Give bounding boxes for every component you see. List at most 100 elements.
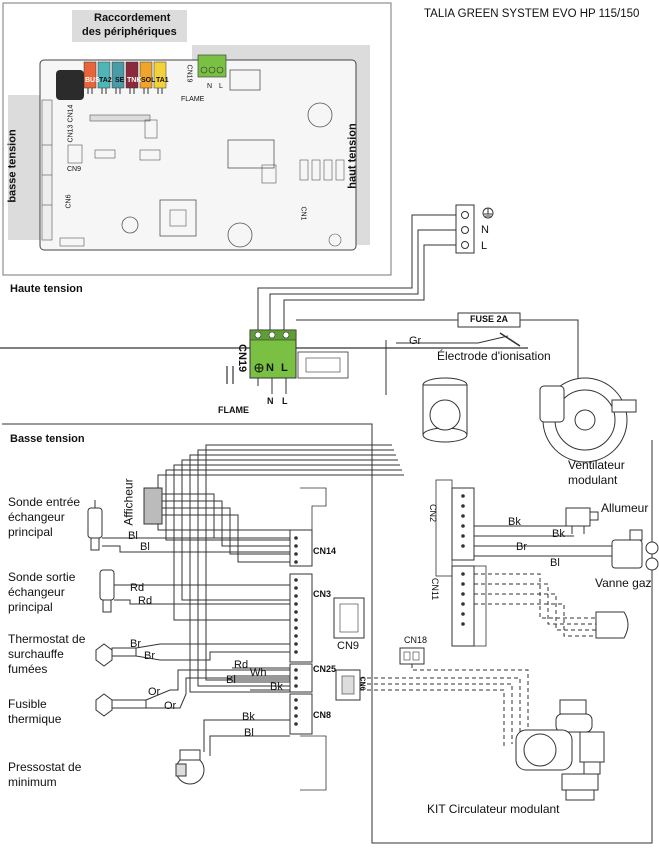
wire-fuse-2: Or: [164, 700, 177, 712]
thermal-fuse-icon: [95, 693, 147, 717]
cn19-l-below: L: [282, 396, 288, 406]
thermostat-name: Thermostat de surchauffe fumées: [8, 632, 86, 676]
board-cn9: CN9: [67, 166, 82, 173]
mains-terminal: [455, 204, 475, 254]
board-flame: FLAME: [181, 96, 205, 103]
board-cn19: [197, 54, 227, 78]
cn19-n: N: [266, 362, 274, 374]
terminal-label-tnk: TNK: [127, 77, 142, 84]
sensor-outlet-icon: [99, 569, 115, 613]
diagram-title: TALIA GREEN SYSTEM EVO HP 115/150: [424, 8, 640, 20]
cn19-n-below: N: [267, 396, 274, 406]
cn3-label: CN3: [313, 589, 332, 599]
peripherals-title-2: des périphériques: [82, 26, 177, 38]
wire-fuse-1: Or: [148, 686, 161, 698]
cn19-l: L: [281, 362, 288, 374]
terminal-SE: [111, 61, 125, 89]
board-l: L: [219, 83, 223, 90]
low-voltage-side-label: basse tension: [6, 129, 19, 203]
cn2-label: CN2: [428, 503, 439, 523]
electrode-label: Électrode d'ionisation: [437, 349, 551, 363]
peripherals-title-1: Raccordement: [94, 12, 171, 24]
igniter-icon: [565, 507, 599, 534]
cn25-wire-bl: Bl: [226, 674, 236, 686]
cn11-block: [451, 565, 475, 647]
pump-kit-label: KIT Circulateur modulant: [427, 802, 560, 816]
gas-valve-label: Vanne gaz: [595, 576, 652, 590]
board-cn19: CN19: [185, 64, 193, 83]
gas-valve-icon: [611, 529, 659, 571]
board-cn14: CN14: [67, 104, 75, 123]
cn14-label: CN14: [313, 546, 337, 556]
terminal-label-bus: BUS: [85, 77, 100, 84]
cn25-wire-bk: Bk: [270, 681, 283, 693]
igniter-label: Allumeur: [601, 501, 649, 515]
board-cn6: CN6: [65, 194, 73, 209]
fuse-label: FUSE 2A: [470, 314, 509, 324]
section-low-voltage: Basse tension: [10, 433, 85, 445]
cn18-label: CN18: [404, 635, 428, 645]
terminal-TA1: [153, 61, 167, 89]
right-wire-bk1: Bk: [508, 516, 521, 528]
cn25-block: [289, 663, 313, 693]
board-frame: [2, 2, 392, 276]
board-cn13: CN13: [67, 124, 75, 143]
sensor-inlet-icon: [87, 500, 103, 551]
pcb-outline: [39, 59, 357, 251]
cn8-label: CN8: [313, 710, 332, 720]
thermostat-icon: [95, 643, 137, 667]
board-n: N: [207, 83, 213, 90]
pump-icon: [515, 699, 605, 801]
right-wire-br: Br: [516, 541, 527, 553]
wire-outlet-1: Rd: [130, 582, 145, 594]
cn25-wire-wh: Wh: [250, 667, 267, 679]
sensor-inlet-name: Sonde entrée échangeur principal: [8, 495, 81, 539]
cn6-label: CN6: [358, 676, 366, 691]
cn2-block: [451, 487, 475, 561]
thermal-fuse-name: Fusible thermique: [8, 697, 62, 726]
wire-pressure-1: Bk: [242, 711, 255, 723]
cn19-label: CN19: [236, 344, 248, 373]
cn25-wire-rd: Rd: [234, 659, 249, 671]
mains-l: L: [481, 240, 488, 252]
terminal-label-se: SE: [115, 77, 125, 84]
cn3-block: [289, 573, 313, 663]
pump-head-icon: [595, 611, 629, 639]
display-connector: [143, 487, 163, 525]
sensor-outlet-name: Sonde sortie échangeur principal: [8, 570, 76, 614]
pressure-switch-icon: [175, 749, 205, 785]
cn18-block: [399, 647, 425, 665]
board-cn1: CN1: [299, 206, 307, 221]
cn11-label: CN11: [430, 577, 441, 601]
mains-n: N: [481, 224, 489, 236]
terminal-SOL: [139, 61, 153, 89]
wire-inlet-2: Bl: [140, 541, 150, 553]
earth-icon: [482, 207, 494, 219]
peripherals-zone: [72, 10, 187, 42]
terminal-TNK: [125, 61, 139, 89]
terminal-label-ta2: TA2: [99, 77, 112, 84]
terminal-BUS: [83, 61, 97, 89]
wire-thermostat-2: Br: [144, 650, 155, 662]
pressure-switch-name: Pressostat de minimum: [8, 760, 82, 789]
display-label: Afficheur: [121, 478, 136, 526]
terminal-label-ta1: TA1: [156, 77, 169, 84]
terminal-label-sol: SOL: [141, 77, 156, 84]
cn25-label: CN25: [313, 664, 337, 674]
right-wire-bk2: Bk: [552, 528, 565, 540]
cn9-block: [333, 597, 365, 639]
wire-thermostat-1: Br: [130, 638, 141, 650]
section-high-voltage: Haute tension: [10, 283, 83, 295]
cn8-block: [289, 693, 313, 735]
wire-pressure-2: Bl: [244, 727, 254, 739]
high-voltage-side-label: haut tension: [346, 123, 359, 189]
flame-label: FLAME: [218, 405, 249, 415]
wire-inlet-1: Bl: [128, 530, 138, 542]
terminal-TA2: [97, 61, 111, 89]
fan-icon: [539, 377, 637, 463]
cn14-block: [289, 529, 313, 567]
wire-outlet-2: Rd: [138, 595, 153, 607]
fan-label: Ventilateur modulant: [568, 458, 625, 487]
cn9-label: CN9: [337, 640, 360, 652]
